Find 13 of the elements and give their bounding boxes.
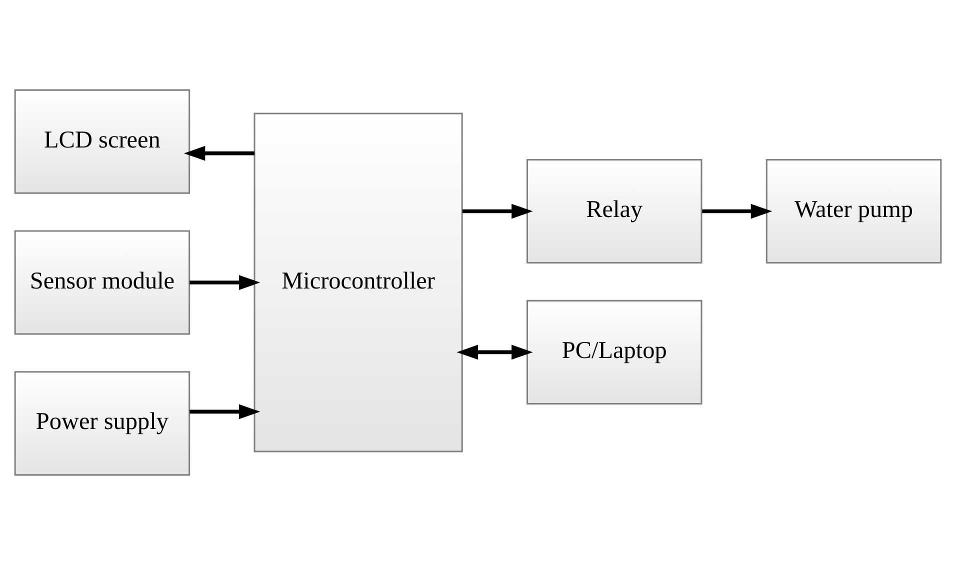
node-box: Water pump [766,159,942,264]
arrow [456,344,533,360]
node-box: Sensor module [14,230,190,335]
arrow [184,146,254,161]
node-box: LCD screen [14,89,190,194]
node-box: PC/Laptop [526,300,702,404]
node-box: Microcontroller [254,112,463,452]
node-box: Relay [526,159,702,264]
arrow [462,204,533,219]
node-box: Power supply [14,371,190,476]
arrow [190,404,260,420]
arrow [190,275,260,290]
arrow [702,204,772,219]
